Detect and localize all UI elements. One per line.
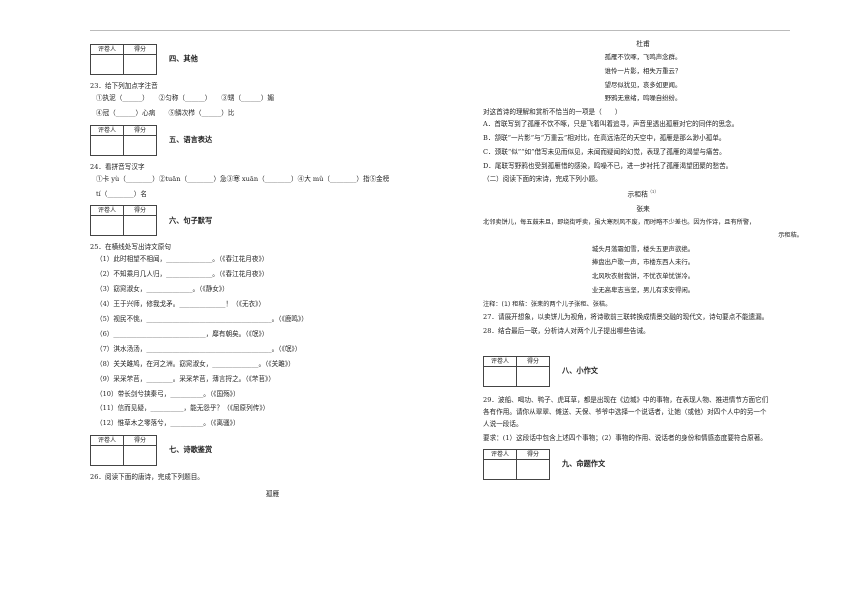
score-table: 评卷人得分 [90, 44, 157, 75]
poet-name: 杜甫 [636, 40, 650, 48]
right-column: 杜甫 孤雁不饮啄，飞鸣声念群。 谁怜一片影，相失万重云？ 望尽似犹见，哀多如更闻… [483, 40, 803, 488]
question-23-line: ④冠（______）心病 ⑤鳞次栉（______）比 [96, 108, 235, 117]
question-24-line: tí（________）名 [96, 189, 147, 198]
note-mark: （1） [647, 189, 659, 195]
list-item: （8）关关雎鸠，在河之洲。窈窕淑女，______________。（《关雎》） [96, 359, 295, 368]
list-item: （1）此时相望不相闻，______________。（《春江花月夜》） [96, 255, 269, 264]
poem-line: 北风吹衣射我饼，不忧衣单忧饼冷。 [591, 272, 695, 281]
left-column: 评卷人得分 四、其他 23．给下列加点字注音 ①执泥（______） ②匀称（_… [90, 40, 455, 504]
list-item: （12）惟草木之零落兮，__________。（《离骚》） [96, 419, 240, 428]
option-a: A．首联写到了孤雁不饮不啄，只是飞着叫着追寻，声音里透出孤雁对它的同伴的思念。 [483, 119, 739, 128]
score-table: 评卷人得分 [483, 449, 550, 481]
list-item: （6）____________________________，靡有朝矣。（《氓… [96, 329, 269, 338]
question-29: 人说一段话。 [483, 419, 523, 428]
section-title: 九、命题作文 [562, 459, 606, 469]
score-table: 评卷人得分 [483, 355, 550, 387]
score-block-5: 评卷人得分 五、语言表达 [90, 124, 455, 156]
list-item: （2）不知乘月几人归，______________。（《春江花月夜》） [96, 270, 269, 279]
question-29-requirement: 要求：(1）这段话中包含上述四个事物；(2）事物的作用、说话者的身份和情感态度要… [483, 434, 767, 443]
poem-line: 孤雁不饮啄，飞鸣声念群。 [604, 53, 682, 62]
poem2-note: 注释：(1) 秬秸：张耒的两个儿子张秬、张秸。 [483, 300, 612, 308]
question-29: 各有作用。请你从翠翠、傩送、天保、爷爷中选择一个说话者，让她（或他）对四个人中的… [483, 407, 767, 416]
section-title: 八、小作文 [562, 365, 598, 375]
poem-line: 望尽似犹见，哀多如更闻。 [604, 80, 682, 89]
section-title: 四、其他 [169, 54, 198, 64]
poem-line: 业无高卑志当坚，男儿有求安得闲。 [591, 285, 695, 294]
reading-2-instruction: （二）阅读下面的宋诗，完成下列小题。 [483, 175, 602, 184]
question-27: 27．请展开想象，以卖饼儿为视角，将诗歌前三联转换成情景交融的现代文，诗句要点不… [483, 312, 769, 321]
section-title: 六、句子默写 [169, 215, 213, 225]
option-d: D．尾联写野鸦也受到孤雁惜的感染，鸣噪不已，进一步衬托了孤雁渴望团聚的愁苦。 [483, 161, 733, 170]
poem-title: 孤雁 [265, 490, 280, 499]
option-c: C．颈联“似”“如”借写未见而似见，未闻而疑闻的幻觉，表现了孤雁的渴望与痛苦。 [483, 147, 726, 156]
list-item: （4）王于兴师，修我戈矛。______________！（《无衣》） [96, 300, 266, 309]
score-block-4: 评卷人得分 四、其他 [90, 44, 455, 75]
score-block-9: 评卷人得分 九、命题作文 [483, 449, 803, 481]
question-23: 23．给下列加点字注音 [90, 82, 158, 90]
poem2-author: 张耒 [636, 204, 650, 213]
poem-line: 谁怜一片影，相失万重云？ [604, 66, 682, 75]
list-item: （5）视民不恌，________________________________… [96, 314, 308, 323]
poem-line: 野鸦无意绪，鸣噪自纷纷。 [604, 94, 682, 103]
list-item: （11）信而见疑，__________，能无怨乎？（《屈原列传》） [96, 404, 270, 413]
poem-line: 捧盘出户歌一声，市楼东西人未行。 [591, 258, 695, 267]
score-table: 评卷人得分 [90, 205, 157, 237]
score-block-7: 评卷人得分 七、诗歌鉴赏 [90, 435, 455, 467]
list-item: （7）淇水汤汤，________________________________… [96, 344, 302, 353]
list-item: （9）采采芣苢，________。采采芣苢，薄言捋之。（《芣苢》） [96, 374, 275, 383]
question-25: 25．在横线处写出诗文原句 [90, 243, 171, 252]
question-26-stem: 对这首诗的理解和赏析不恰当的一项是（ ） [483, 107, 622, 116]
question-29: 29．波船、喝功、鸭子、虎耳草，都是出现在《边城》中的事物，在表现人物、推进情节… [483, 395, 769, 404]
question-24-line: ①卡 yù（________）②tuān（________）急③寒 xuān（_… [96, 174, 390, 183]
section-title: 五、语言表达 [169, 134, 213, 144]
option-b: B．颔联“一片影”与“万重云”相对比，在高远浩茫的天空中，孤雁是那么渺小孤单。 [483, 133, 726, 142]
score-block-8: 评卷人得分 八、小作文 [483, 355, 803, 387]
top-rule [90, 30, 790, 31]
score-block-6: 评卷人得分 六、句子默写 [90, 205, 455, 237]
question-26: 26．阅读下面的唐诗，完成下列题目。 [90, 473, 204, 482]
poem2-preface: 北邻卖饼儿，每五鼓未旦，即绕街呼卖，虽大寒烈风不废，而时略不少差也。因为作诗，且… [483, 218, 756, 226]
question-24: 24．看拼音写汉字 [90, 162, 145, 171]
score-table: 评卷人得分 [90, 124, 157, 156]
section-title: 七、诗歌鉴赏 [169, 445, 213, 455]
poem2-title: 示秬秸（1） [627, 189, 659, 199]
poem-line: 城头月落霜如雪，楼头五更声欲绝。 [591, 244, 695, 253]
question-28: 28．结合最后一联，分析诗人对两个儿子提出哪些告诫。 [483, 326, 650, 335]
list-item: （10）带长剑兮挟秦弓，__________。（《国殇》） [96, 389, 240, 398]
poem2-preface: 示秬秸。 [778, 232, 803, 240]
score-table: 评卷人得分 [90, 435, 157, 467]
question-23-line: ①执泥（______） ②匀称（______） ③甥（______）媚 [96, 93, 275, 102]
list-item: （3）窈窕淑女，______________。（《静女》） [96, 285, 229, 294]
